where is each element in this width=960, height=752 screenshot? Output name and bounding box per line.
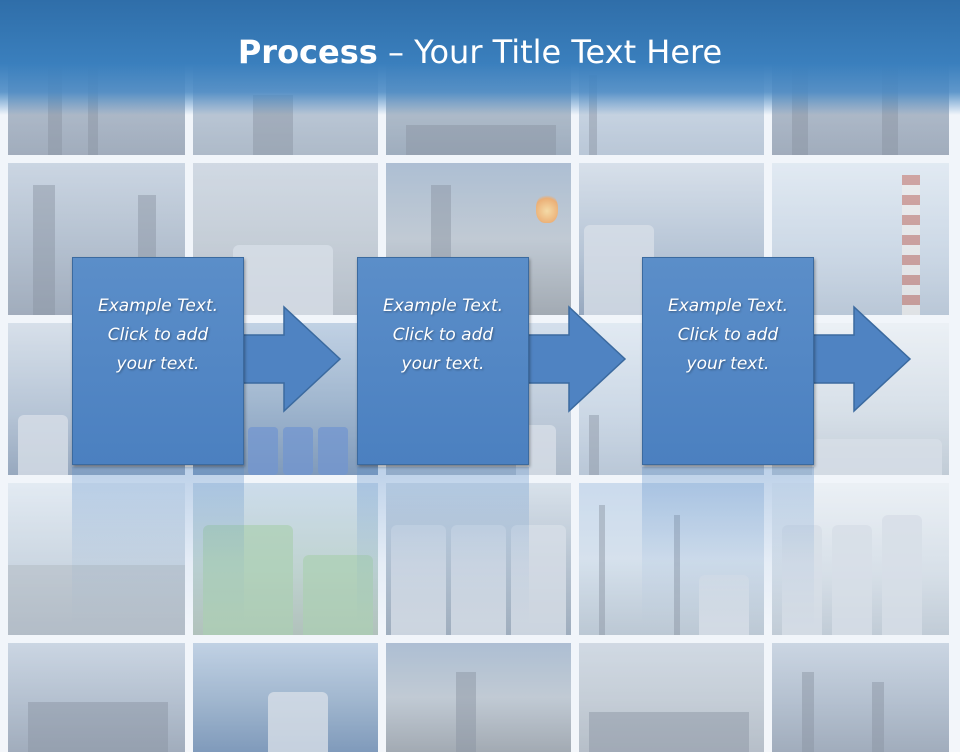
slide-title[interactable]: Process – Your Title Text Here: [0, 30, 960, 74]
industrial-photo-tile: [8, 483, 185, 635]
step-box[interactable]: Example Text. Click to add your text.: [357, 257, 529, 465]
step-text[interactable]: Example Text. Click to add your text.: [667, 295, 789, 374]
step-box[interactable]: Example Text. Click to add your text.: [72, 257, 244, 465]
step-box[interactable]: Example Text. Click to add your text.: [642, 257, 814, 465]
step-text[interactable]: Example Text. Click to add your text.: [382, 295, 504, 374]
industrial-photo-tile: [193, 163, 378, 315]
industrial-photo-tile: [8, 643, 185, 752]
step-reflection: [642, 467, 814, 627]
process-step-1[interactable]: Example Text. Click to add your text.: [72, 257, 342, 465]
industrial-photo-tile: [193, 483, 378, 635]
step-reflection: [357, 467, 529, 627]
industrial-photo-tile: [579, 483, 764, 635]
industrial-photo-tile: [579, 643, 764, 752]
step-reflection: [72, 467, 244, 627]
industrial-photo-tile: [193, 643, 378, 752]
industrial-photo-tile: [772, 483, 949, 635]
step-text[interactable]: Example Text. Click to add your text.: [97, 295, 219, 374]
process-step-3[interactable]: Example Text. Click to add your text.: [642, 257, 912, 465]
industrial-photo-tile: [386, 643, 571, 752]
slide-title-rest: – Your Title Text Here: [377, 33, 723, 71]
industrial-photo-tile: [386, 483, 571, 635]
slide-title-bold: Process: [237, 33, 378, 71]
industrial-photo-tile: [772, 643, 949, 752]
title-bar: [0, 0, 960, 115]
process-step-2[interactable]: Example Text. Click to add your text.: [357, 257, 627, 465]
